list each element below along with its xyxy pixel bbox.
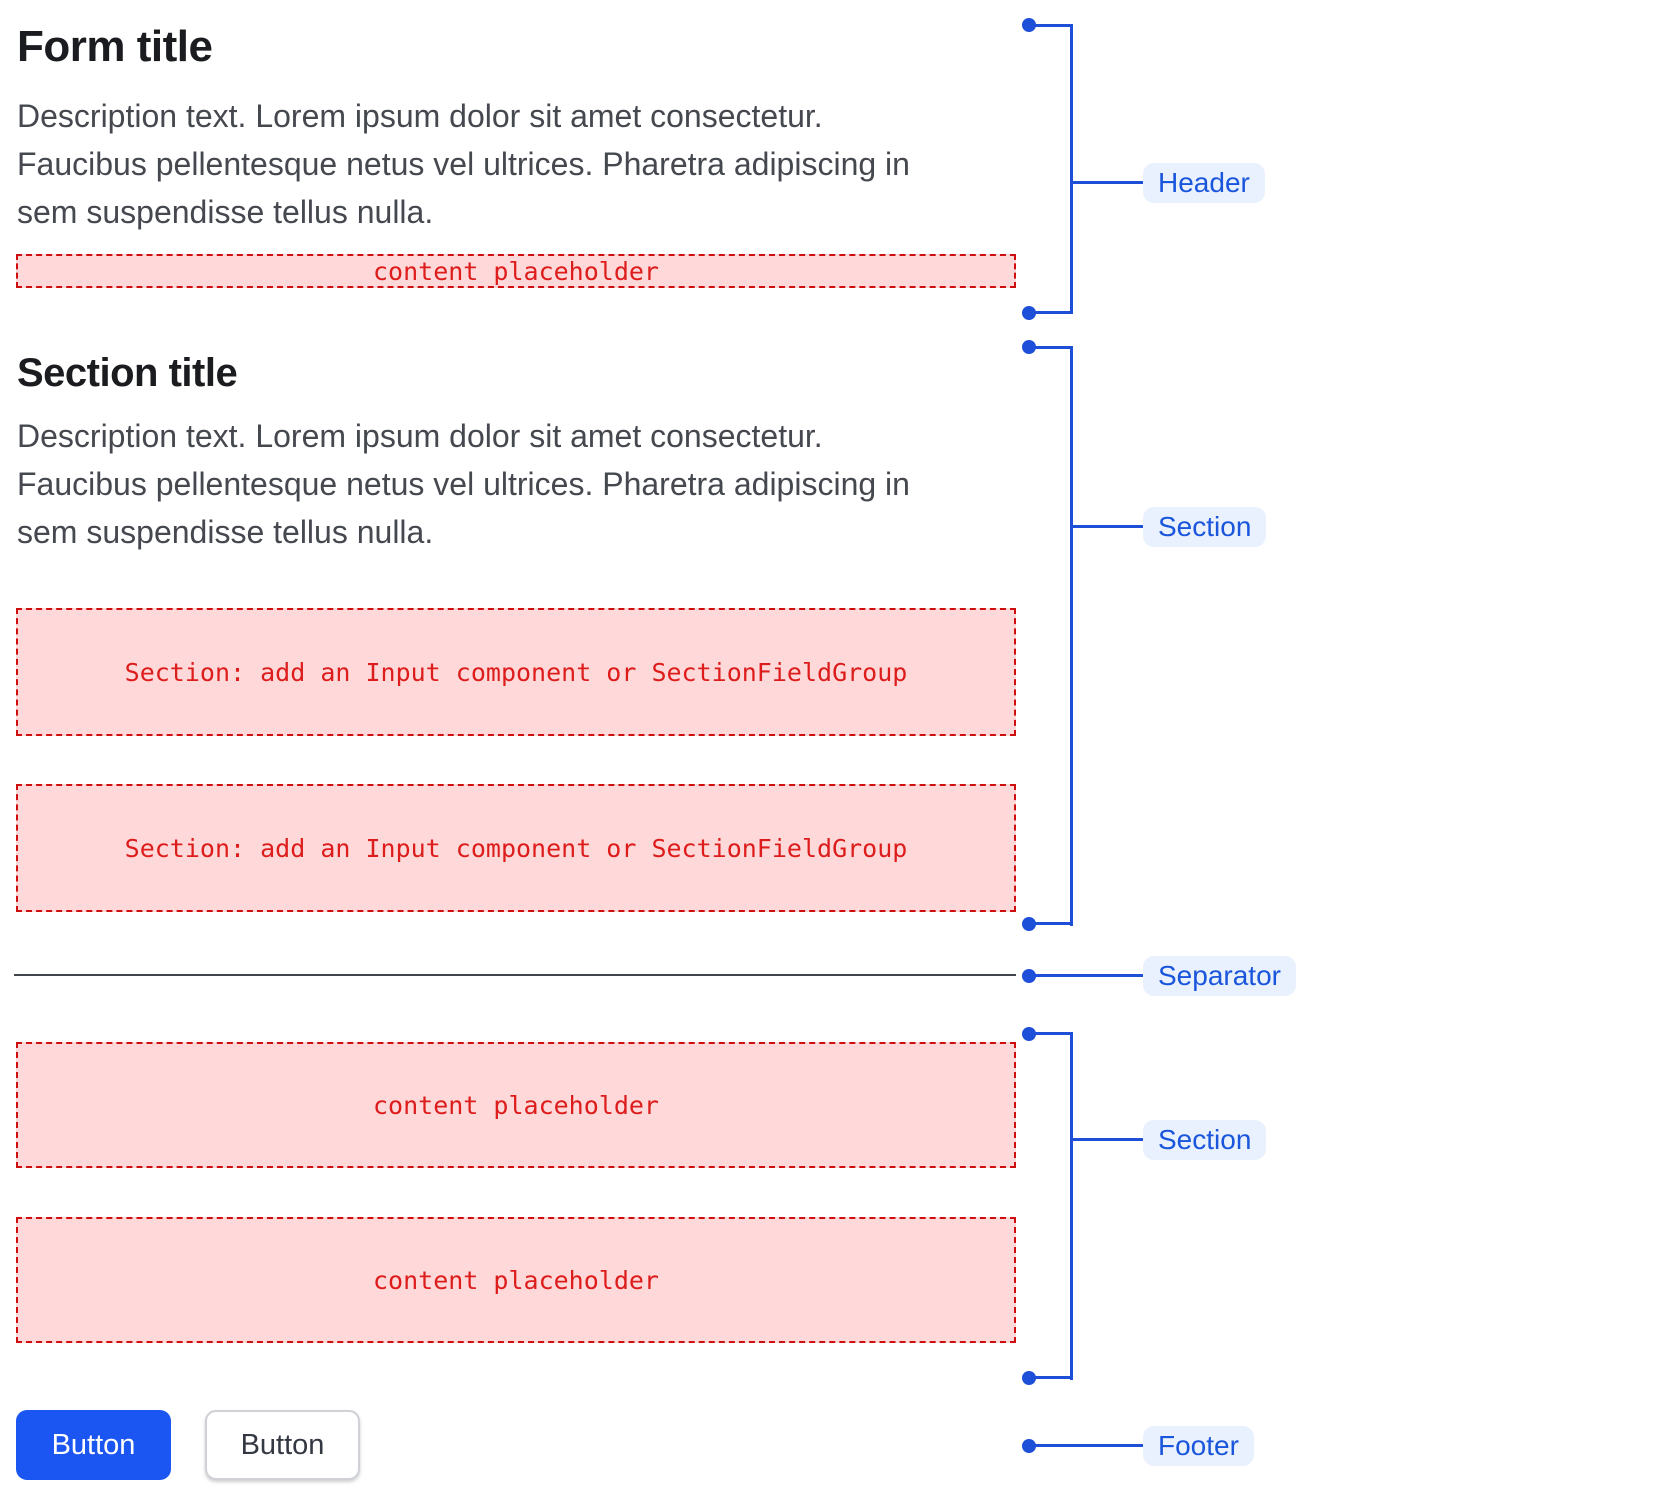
- section-content-placeholder: content placeholder: [16, 1217, 1016, 1343]
- section-label-connector: [1073, 525, 1143, 528]
- header-content-placeholder: content placeholder: [16, 254, 1016, 288]
- section-description-line: sem suspendisse tellus nulla.: [17, 514, 434, 550]
- section2-bracket-top-dot: [1022, 1027, 1036, 1041]
- footer-dot: [1022, 1439, 1036, 1453]
- placeholder-text: content placeholder: [373, 256, 659, 286]
- header-bracket-top-dot: [1022, 18, 1036, 32]
- section-title: Section title: [17, 351, 238, 395]
- placeholder-text: content placeholder: [373, 1265, 659, 1295]
- separator-label-connector: [1033, 974, 1143, 977]
- section-bracket-bottom-dot: [1022, 917, 1036, 931]
- header-bracket-bottom-dot: [1022, 306, 1036, 320]
- section-input-placeholder: Section: add an Input component or Secti…: [16, 784, 1016, 912]
- form-description-line: Description text. Lorem ipsum dolor sit …: [17, 98, 823, 134]
- section2-bracket-bottom-stub: [1031, 1376, 1073, 1379]
- section-bracket-top-dot: [1022, 340, 1036, 354]
- form-title: Form title: [17, 22, 213, 71]
- primary-button[interactable]: Button: [16, 1410, 171, 1480]
- placeholder-text: Section: add an Input component or Secti…: [124, 833, 908, 863]
- section-description-line: Faucibus pellentesque netus vel ultrices…: [17, 466, 910, 502]
- footer-label-connector: [1033, 1444, 1143, 1447]
- section-bracket-line: [1070, 346, 1073, 926]
- placeholder-text: Section: add an Input component or Secti…: [124, 657, 908, 687]
- section2-bracket-bottom-dot: [1022, 1371, 1036, 1385]
- form-description-line: sem suspendisse tellus nulla.: [17, 194, 434, 230]
- header-bracket-top-stub: [1031, 24, 1073, 27]
- secondary-button[interactable]: Button: [205, 1410, 360, 1480]
- section-input-placeholder: Section: add an Input component or Secti…: [16, 608, 1016, 736]
- section2-label-connector: [1073, 1138, 1143, 1141]
- section-content-placeholder: content placeholder: [16, 1042, 1016, 1168]
- header-bracket-bottom-stub: [1031, 311, 1073, 314]
- section-description-line: Description text. Lorem ipsum dolor sit …: [17, 418, 823, 454]
- placeholder-text: content placeholder: [373, 1090, 659, 1120]
- section2-annotation-label: Section: [1143, 1120, 1267, 1160]
- section-bracket-bottom-stub: [1031, 922, 1073, 925]
- section-annotation-label: Section: [1143, 507, 1267, 547]
- form-description: Description text. Lorem ipsum dolor sit …: [17, 92, 1017, 236]
- section-description: Description text. Lorem ipsum dolor sit …: [17, 412, 1017, 556]
- separator-annotation-label: Separator: [1143, 956, 1296, 996]
- form-description-line: Faucibus pellentesque netus vel ultrices…: [17, 146, 910, 182]
- section2-bracket-line: [1070, 1032, 1073, 1380]
- footer-annotation-label: Footer: [1143, 1426, 1254, 1466]
- header-annotation-label: Header: [1143, 163, 1265, 203]
- header-label-connector: [1073, 181, 1143, 184]
- section-bracket-top-stub: [1031, 346, 1073, 349]
- separator-dot: [1022, 969, 1036, 983]
- section2-bracket-top-stub: [1031, 1032, 1073, 1035]
- header-bracket-line: [1070, 24, 1073, 314]
- separator-line: [14, 974, 1016, 976]
